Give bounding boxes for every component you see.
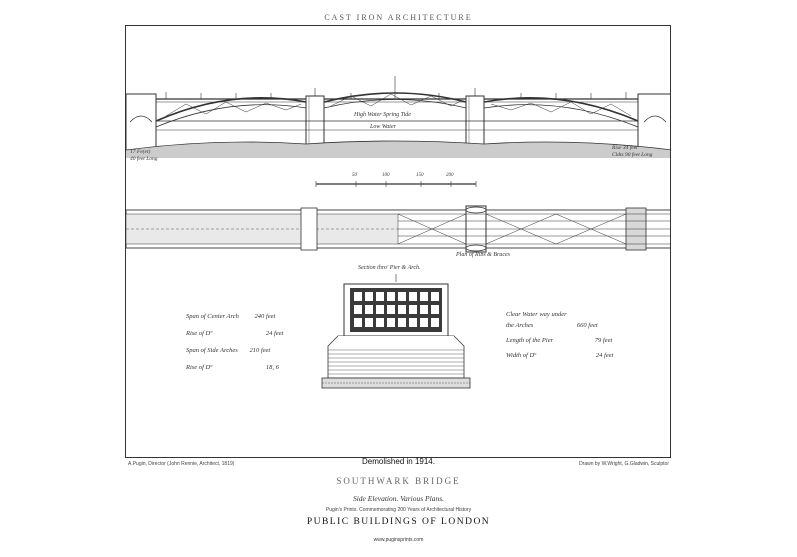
right-note-1: Rise 34 feet <box>612 145 638 151</box>
plan-label: Plan of Ribs & Braces <box>456 252 510 258</box>
bridge-name: SOUTHWARK BRIDGE <box>336 476 461 486</box>
dim-right-row-2: the Arches 660 feet <box>506 322 598 329</box>
bridge-plan <box>126 205 670 253</box>
scale-label-2: 100 <box>382 173 390 178</box>
scale-bar <box>315 181 477 187</box>
high-water-label: High Water Spring Tide <box>354 112 411 118</box>
dim-left-row-2: Rise of Dº 24 feet <box>186 330 284 337</box>
credit-left: A.Pugin, Director (John Rennie, Architec… <box>128 461 235 467</box>
demolished-note: Demolished in 1914. <box>362 457 435 466</box>
credit-right: Drawn by W.Wright, G.Gladwin, Sculptor <box>579 461 669 467</box>
dim-right-row-3: Length of the Pier 79 feet <box>506 337 613 344</box>
dim-right-row-4: Width of Dº 24 feet <box>506 352 614 359</box>
engraving-frame: High Water Spring Tide Low Water 17 Fe(e… <box>125 25 671 458</box>
scale-label-4: 200 <box>446 173 454 178</box>
left-note-1: 17 Fe(et) <box>130 149 151 155</box>
dim-left-row-1: Span of Center Arch 240 feet <box>186 313 276 320</box>
engraving-drawing <box>126 76 670 389</box>
dim-left-row-4: Rise of Dº 18, 6 <box>186 364 279 371</box>
scale-label-3: 150 <box>416 173 424 178</box>
scale-label-1: 50 <box>352 173 357 178</box>
low-water-label: Low Water <box>370 124 396 130</box>
dim-right-row-1: Clear Water way under <box>506 311 567 318</box>
section-label: Section thro' Pier & Arch. <box>358 265 421 271</box>
website-link[interactable]: www.puginsprints.com <box>373 537 424 543</box>
header-title: CAST IRON ARCHITECTURE <box>324 13 473 22</box>
subtitle: Side Elevation. Various Plans. <box>352 494 445 503</box>
bridge-elevation <box>126 76 670 158</box>
dim-left-row-3: Span of Side Arches 210 feet <box>186 347 271 354</box>
commemoration-line: Pugin's Prints. Commemorating 200 Years … <box>325 507 472 513</box>
left-note-2: 40 feet Long <box>130 156 158 162</box>
pier-section <box>321 274 471 389</box>
right-note-2: Cldts 90 feet Long <box>612 152 653 158</box>
series-title: PUBLIC BUILDINGS OF LONDON <box>306 517 491 527</box>
